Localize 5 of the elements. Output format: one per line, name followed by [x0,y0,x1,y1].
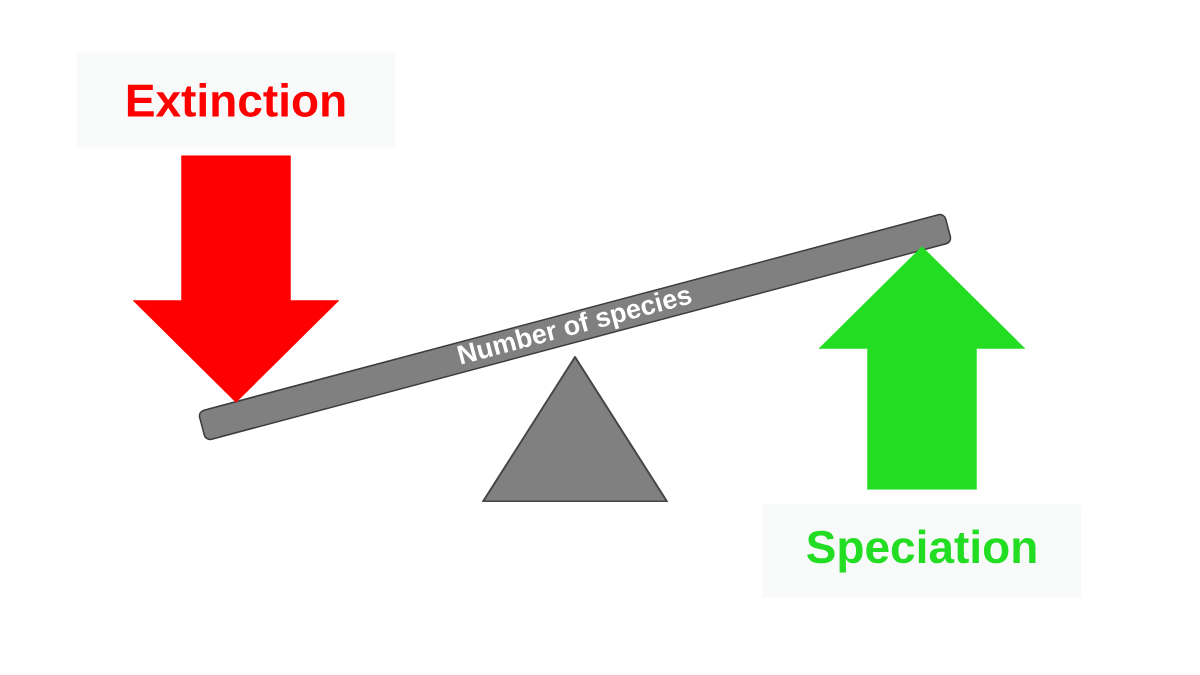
seesaw-beam: Number of species [457,290,692,365]
arrow [132,155,340,403]
label-box: Extinction [77,52,395,148]
label-box: Speciation [762,504,1082,598]
arrow [818,246,1026,490]
